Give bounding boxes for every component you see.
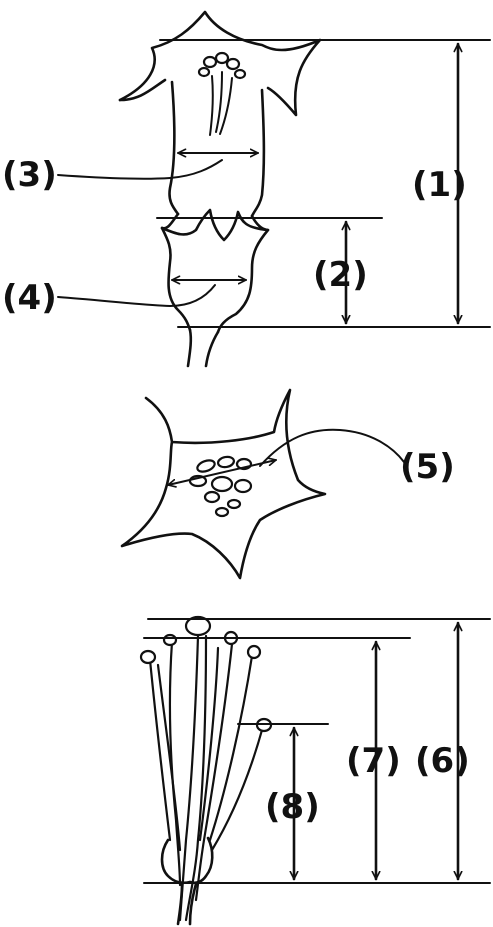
label-4-leader — [57, 284, 216, 307]
label-5-leader — [259, 428, 405, 467]
label-5: (5) — [400, 447, 455, 487]
pedicel — [186, 328, 220, 368]
corolla-outline — [118, 10, 322, 117]
flower-front-view — [120, 388, 327, 580]
flower-stamens — [197, 51, 247, 136]
corolla-front-outline — [120, 388, 327, 580]
calyx-teeth — [160, 208, 270, 242]
corolla-tube-left — [118, 78, 180, 216]
stamen-base — [160, 836, 214, 885]
pistil-stigma — [184, 615, 212, 637]
label-7: (7) — [346, 741, 401, 781]
calyx-outline — [160, 212, 270, 334]
label-6: (6) — [415, 741, 470, 781]
label-1: (1) — [412, 165, 467, 205]
label-4: (4) — [2, 278, 57, 318]
label-3-leader — [57, 159, 223, 180]
label-3: (3) — [2, 155, 57, 195]
flower-opening-diameter-arrow — [167, 460, 277, 485]
label-2: (2) — [313, 255, 368, 295]
stamen-cluster — [139, 615, 273, 926]
flower-side-view — [118, 10, 322, 368]
corolla-tube-right — [250, 88, 266, 218]
label-8: (8) — [265, 787, 320, 827]
